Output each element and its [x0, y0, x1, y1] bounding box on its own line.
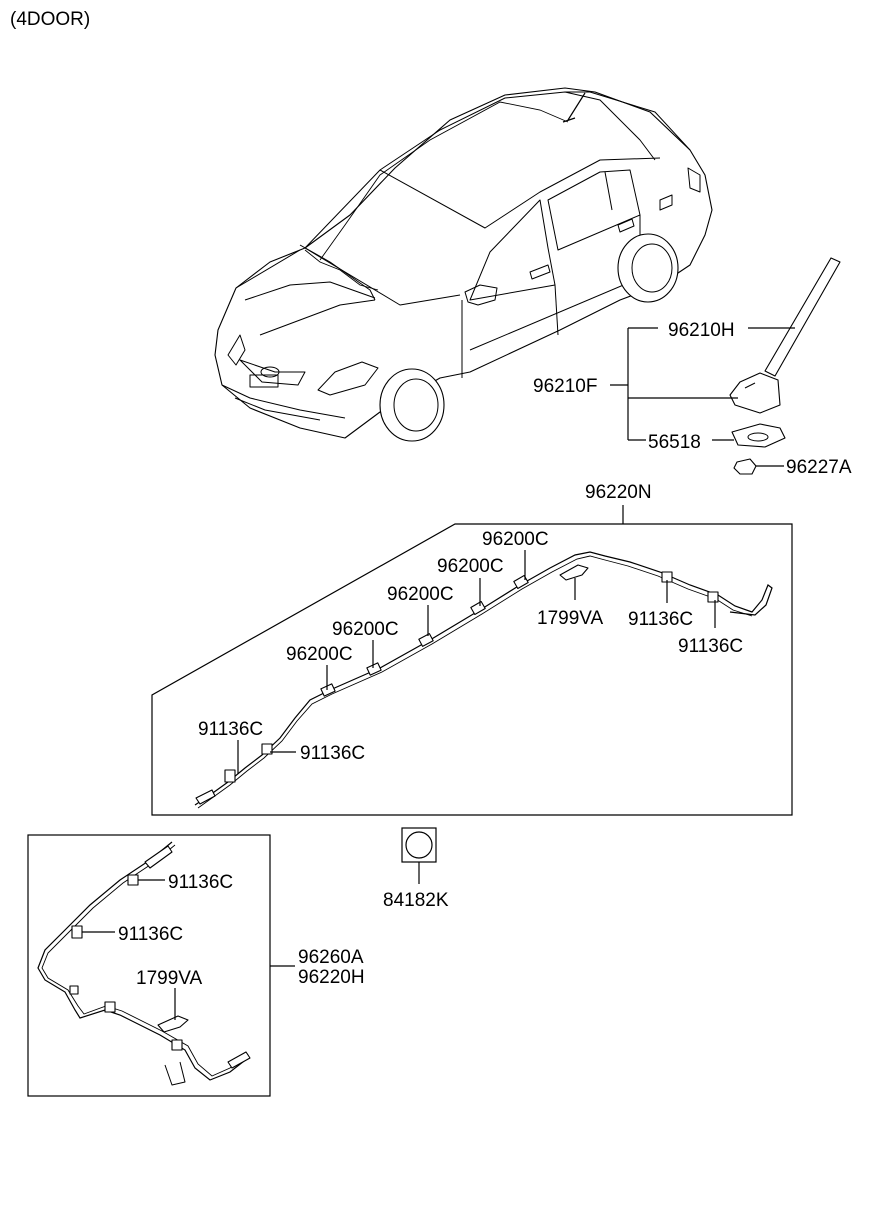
label-96227A: 96227A [786, 457, 852, 478]
label-96200C-1: 96200C [482, 529, 549, 550]
label-84182K: 84182K [383, 890, 449, 911]
label-1799VA-2: 1799VA [136, 968, 203, 989]
label-96210F: 96210F [533, 376, 597, 397]
main-cable-panel [151, 523, 793, 816]
plug-84182K-box [401, 827, 437, 863]
label-91136C-5: 91136C [168, 872, 233, 893]
label-1799VA-1: 1799VA [537, 608, 604, 629]
variant-label: (4DOOR) [10, 9, 90, 30]
label-91136C-4: 91136C [300, 743, 365, 764]
plug-84182K-icon [405, 831, 433, 859]
label-96260A: 96260A [298, 947, 364, 968]
car-illustration [214, 87, 713, 442]
label-96210H: 96210H [668, 320, 735, 341]
antenna-assembly [729, 257, 841, 475]
label-96200C-5: 96200C [286, 644, 353, 665]
label-96200C-3: 96200C [387, 584, 454, 605]
label-96220N: 96220N [585, 482, 652, 503]
label-96220H: 96220H [298, 967, 365, 988]
label-91136C-3: 91136C [198, 719, 263, 740]
label-56518: 56518 [648, 432, 701, 453]
label-96200C-4: 96200C [332, 619, 399, 640]
label-91136C-2: 91136C [678, 636, 743, 657]
label-91136C-1: 91136C [628, 609, 693, 630]
lower-cable-panel [27, 834, 271, 1097]
label-91136C-6: 91136C [118, 924, 183, 945]
label-96200C-2: 96200C [437, 556, 504, 577]
